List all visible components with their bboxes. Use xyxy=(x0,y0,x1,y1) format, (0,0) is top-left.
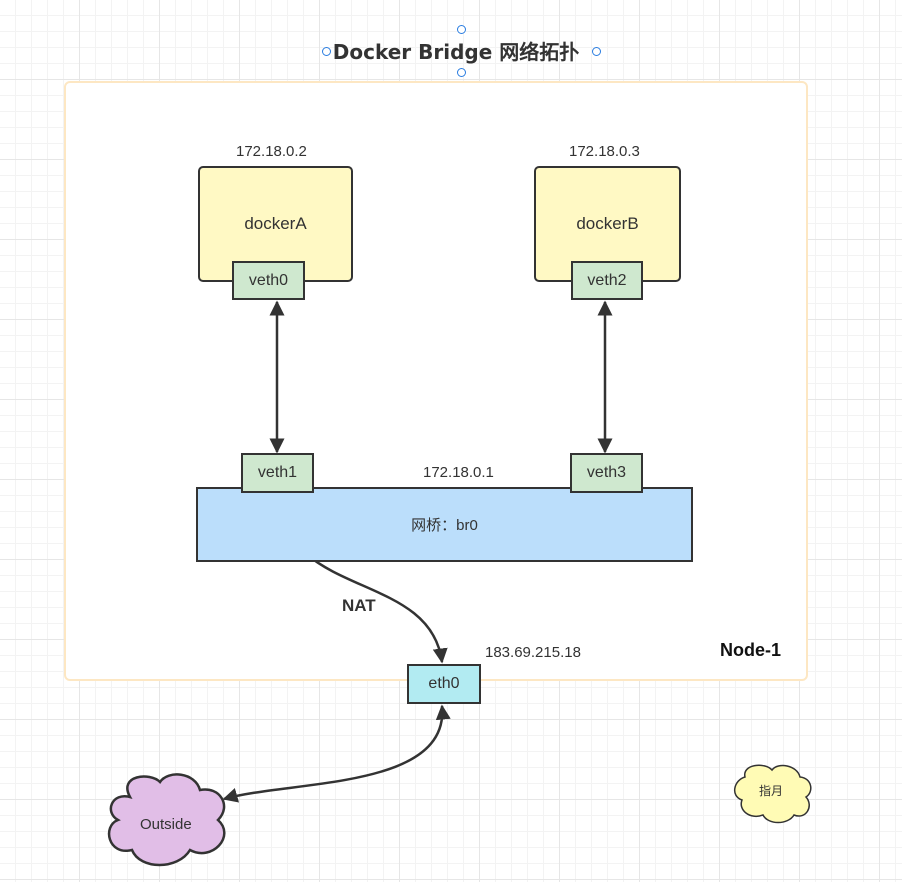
bridge-ip: 172.18.0.1 xyxy=(423,464,494,481)
eth0-ip: 183.69.215.18 xyxy=(485,644,581,661)
bridge-label: 网桥：br0 xyxy=(411,517,478,534)
veth0-port[interactable]: veth0 xyxy=(232,261,305,300)
selection-handle-left[interactable] xyxy=(322,47,331,56)
bridge-br0[interactable]: 网桥：br0 xyxy=(196,487,693,562)
link-eth0-outside xyxy=(222,704,451,803)
veth3-port[interactable]: veth3 xyxy=(570,453,643,493)
selection-handle-top[interactable] xyxy=(457,25,466,34)
sticker-cloud-shape xyxy=(734,764,812,824)
selection-handle-right[interactable] xyxy=(592,47,601,56)
sticker-label: 指月 xyxy=(759,784,784,798)
veth2-port[interactable]: veth2 xyxy=(571,261,643,300)
outside-cloud-shape xyxy=(107,773,226,867)
container-dockerA-label: dockerA xyxy=(244,214,307,233)
eth0-port[interactable]: eth0 xyxy=(407,664,481,704)
container-dockerB-label: dockerB xyxy=(576,214,639,233)
dockerA-ip: 172.18.0.2 xyxy=(236,143,307,160)
outside-label: Outside xyxy=(140,816,192,833)
diagram-title[interactable]: Docker Bridge 网络拓扑 xyxy=(332,40,580,64)
selection-handle-bottom[interactable] xyxy=(457,68,466,77)
node-label: Node-1 xyxy=(720,640,782,660)
veth1-port[interactable]: veth1 xyxy=(241,453,314,493)
dockerB-ip: 172.18.0.3 xyxy=(569,143,640,160)
nat-label: NAT xyxy=(342,596,376,615)
